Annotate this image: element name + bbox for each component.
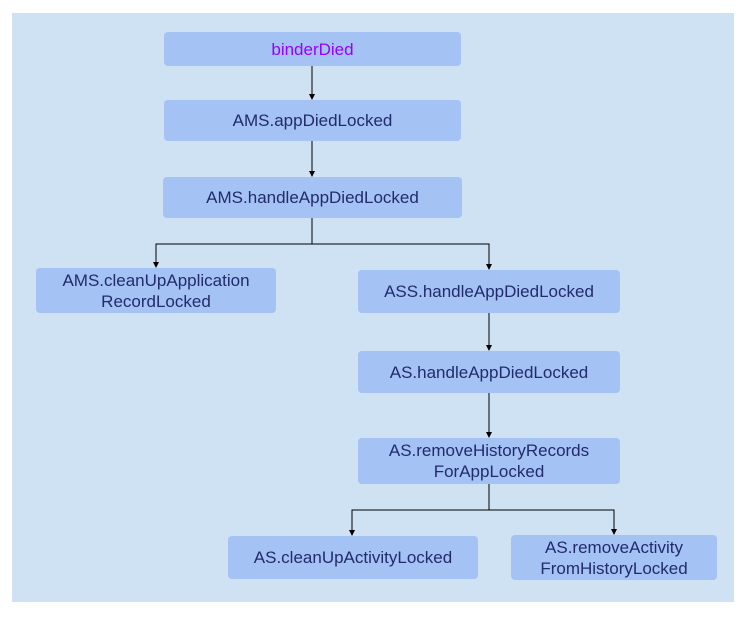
node-label: AMS.handleAppDiedLocked <box>206 188 419 207</box>
node-as-handle-app-died-locked: AS.handleAppDiedLocked <box>358 351 620 393</box>
node-ams-handle-app-died-locked: AMS.handleAppDiedLocked <box>163 177 462 218</box>
node-label: binderDied <box>271 39 354 59</box>
node-label: AMS.appDiedLocked <box>232 111 393 130</box>
node-label: AS.cleanUpActivityLocked <box>253 548 453 567</box>
node-as-remove-activity-from-history-locked: AS.removeActivity FromHistoryLocked <box>511 535 717 580</box>
node-label: AS.removeHistoryRecords ForAppLocked <box>388 441 590 481</box>
node-ass-handle-app-died-locked: ASS.handleAppDiedLocked <box>358 270 620 313</box>
node-as-remove-history-records-for-app-locked: AS.removeHistoryRecords ForAppLocked <box>358 438 620 484</box>
node-ams-clean-up-application-record-locked: AMS.cleanUpApplication RecordLocked <box>36 268 276 313</box>
node-label: AMS.cleanUpApplication RecordLocked <box>62 270 250 311</box>
node-as-clean-up-activity-locked: AS.cleanUpActivityLocked <box>228 536 478 579</box>
node-label: ASS.handleAppDiedLocked <box>384 282 594 301</box>
node-label: AS.removeActivity FromHistoryLocked <box>540 537 688 578</box>
node-ams-app-died-locked: AMS.appDiedLocked <box>164 100 461 141</box>
node-label: AS.handleAppDiedLocked <box>389 362 589 382</box>
node-binder-died: binderDied <box>164 32 461 66</box>
